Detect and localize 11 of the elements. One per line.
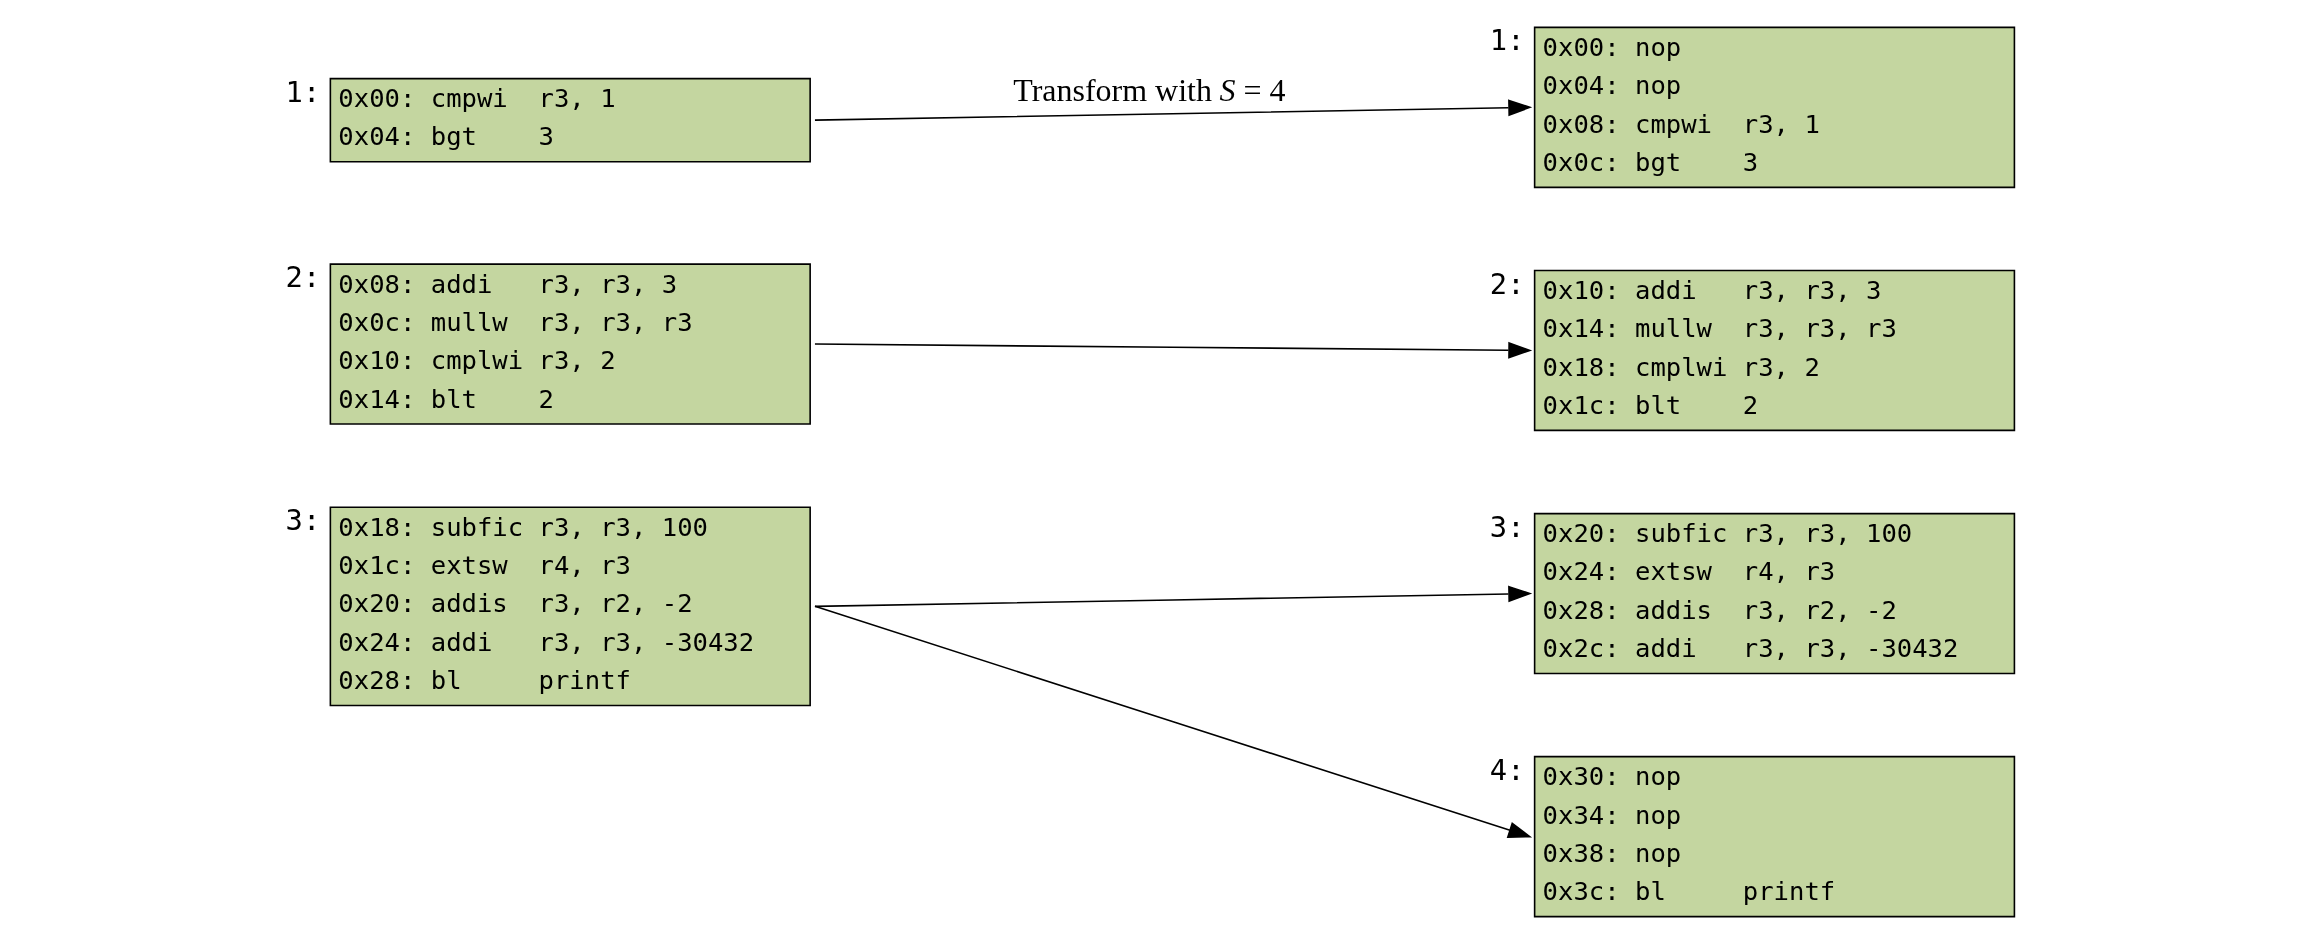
arrow: [813, 341, 1532, 359]
node-label: 1:: [1489, 23, 1524, 58]
arrow: [813, 605, 1532, 838]
arrow: [813, 99, 1532, 121]
node-label: 3:: [1489, 509, 1524, 544]
edge-label: Transform with S = 4: [1012, 72, 1286, 108]
node-label: 4:: [1489, 752, 1524, 787]
node-label: 2:: [285, 260, 320, 295]
node-label: 2:: [1489, 266, 1524, 301]
node-label: 1:: [285, 74, 320, 109]
node-label: 3:: [285, 503, 320, 538]
